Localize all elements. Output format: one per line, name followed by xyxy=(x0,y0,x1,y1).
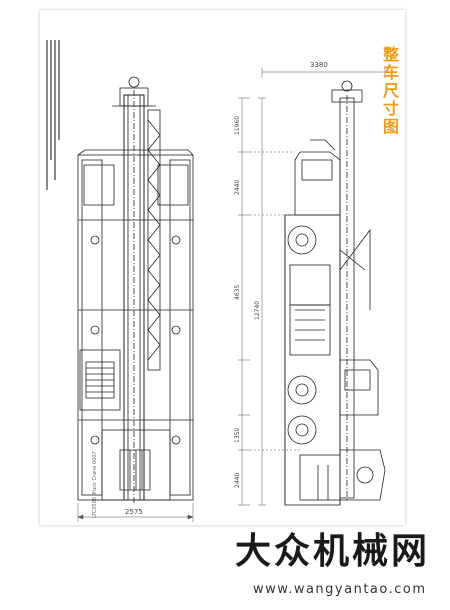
title-char-4: 寸 xyxy=(382,99,399,118)
side-view-wheel-1 xyxy=(287,225,317,255)
watermark-text: 大众机械网 xyxy=(235,531,431,572)
top-view-width-label: 2575 xyxy=(125,508,143,516)
title-char-1: 整 xyxy=(382,45,399,64)
side-view-wheel-3 xyxy=(287,415,317,445)
dim-front-overhang: 11960 xyxy=(234,116,241,135)
dim-overall-length: 3380 xyxy=(310,61,328,69)
side-view-operator-cab xyxy=(339,359,379,416)
dim-rear-overhang: 2440 xyxy=(234,473,241,488)
side-view xyxy=(284,80,386,506)
watermark: 大众机械网 www.wangyantao.com xyxy=(235,530,445,602)
dim-cab-height: 2440 xyxy=(234,180,241,195)
title-char-5: 图 xyxy=(382,117,399,136)
dim-total-length: 12740 xyxy=(254,301,261,320)
notes-block xyxy=(46,40,60,190)
side-view-wheel-2 xyxy=(287,375,317,405)
top-view-chassis xyxy=(77,154,194,501)
side-view-dimensions xyxy=(238,68,386,506)
title-char-2: 车 xyxy=(382,63,399,82)
watermark-url: www.wangyantao.com xyxy=(253,582,427,597)
dim-wheelbase: 4635 xyxy=(234,285,241,300)
top-view-width-dimension xyxy=(77,503,194,522)
title-char-3: 尺 xyxy=(382,81,399,100)
dim-axle-spacing: 1350 xyxy=(234,428,241,443)
document-sheet: 2575 xyxy=(40,10,405,525)
model-caption: LTC0505 Truck Crane 0607 xyxy=(92,451,98,518)
drawing-title: 整 车 尺 寸 图 xyxy=(380,46,402,136)
top-view xyxy=(77,76,194,505)
crane-technical-drawing: 2575 xyxy=(46,40,386,522)
